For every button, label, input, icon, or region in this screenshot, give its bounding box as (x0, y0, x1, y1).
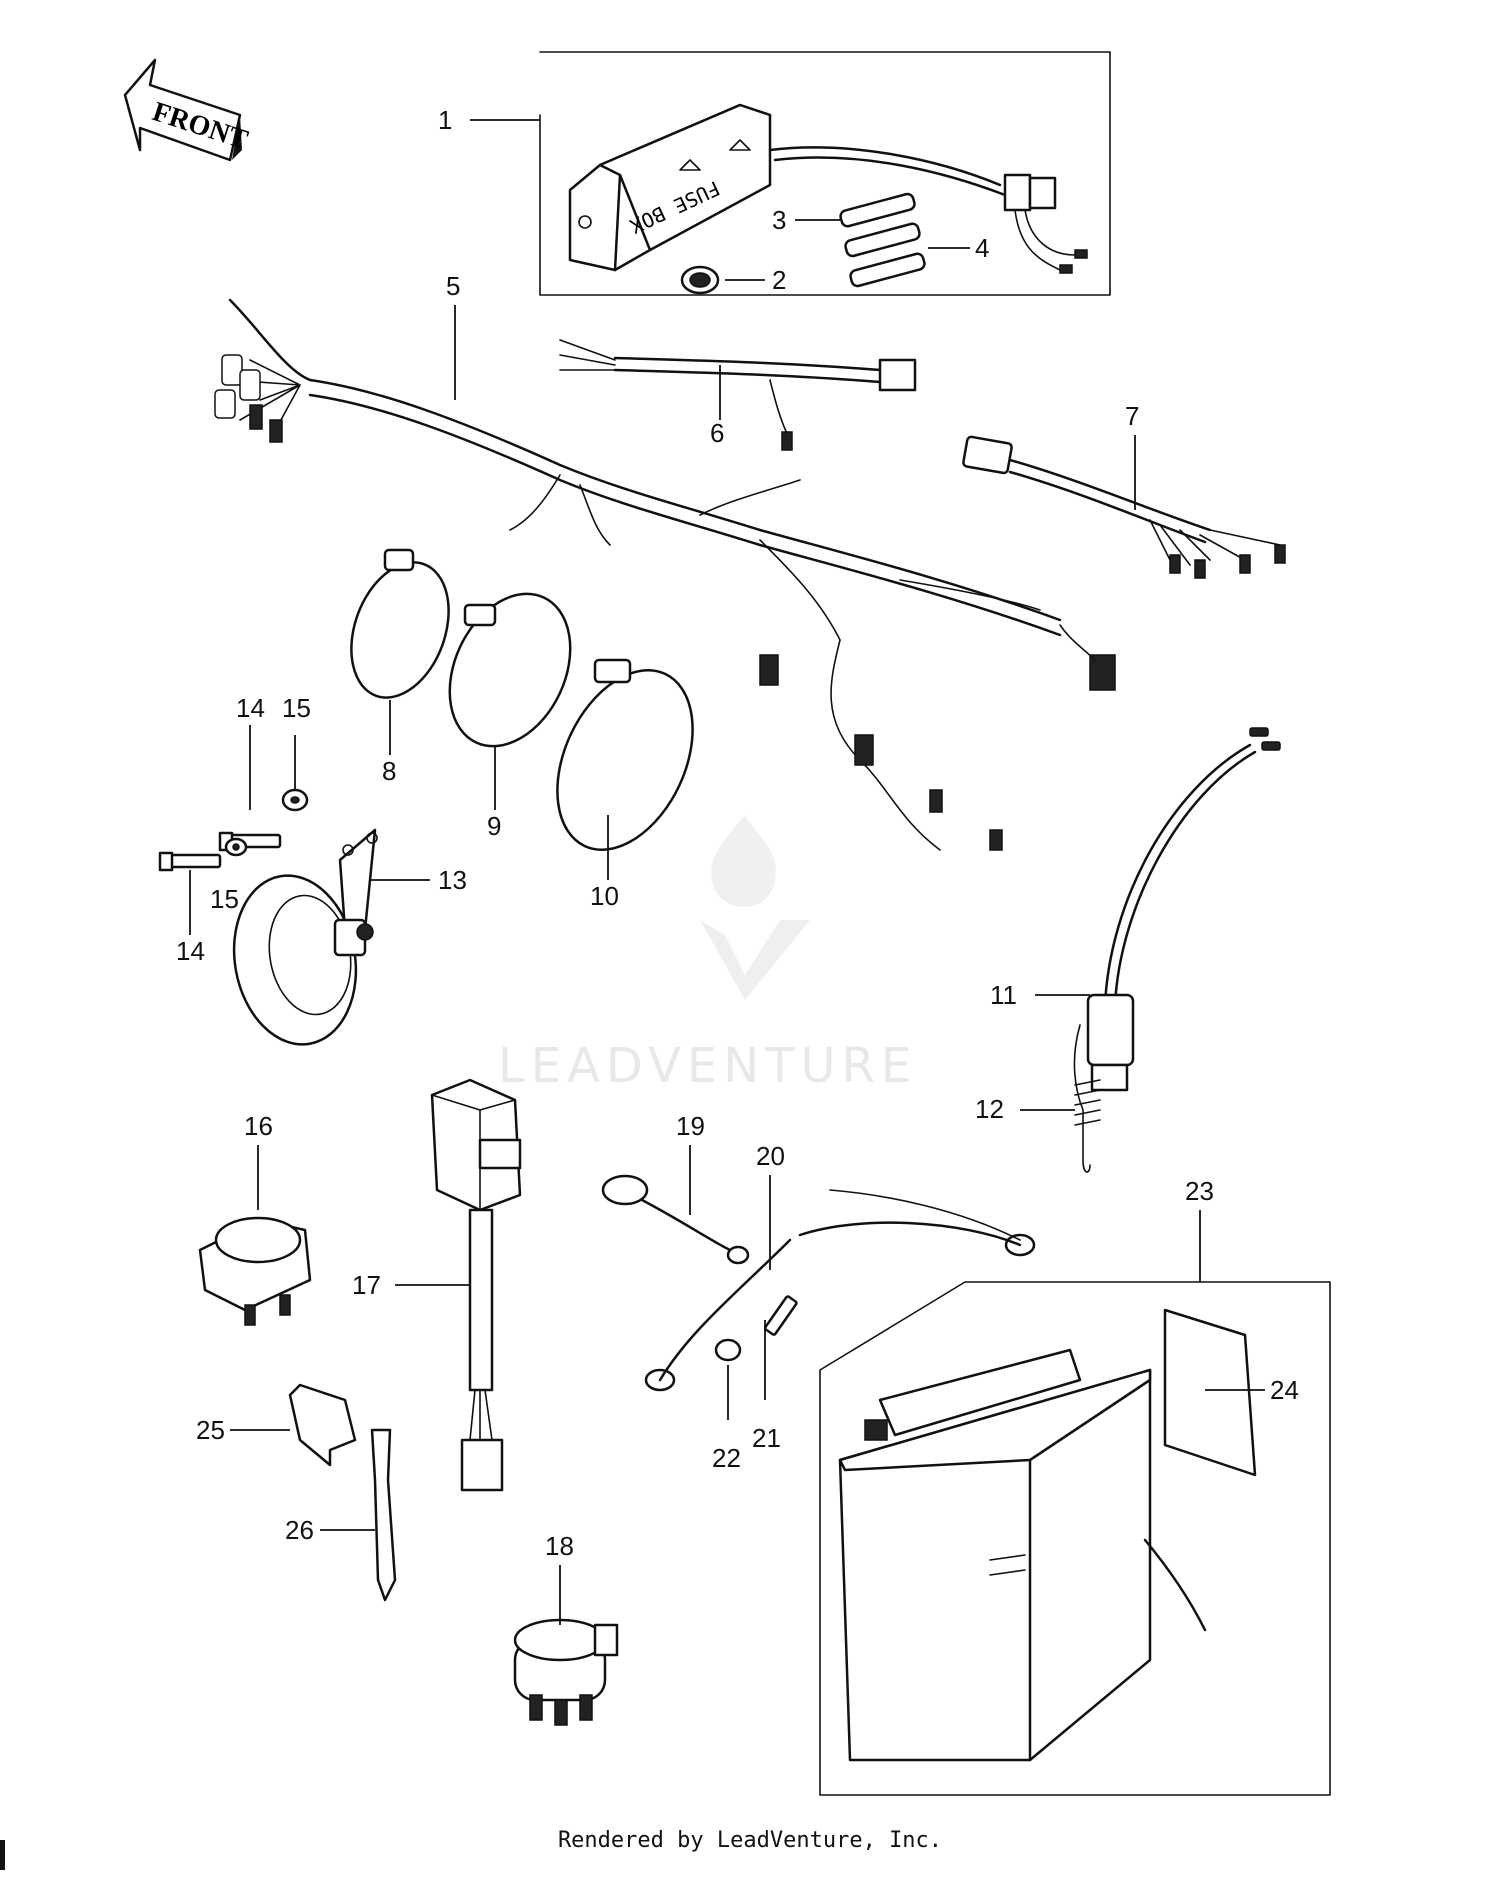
spring-icon (1073, 1024, 1101, 1173)
callout-26: 26 (285, 1515, 314, 1545)
fuse-box-group-frame (539, 51, 1111, 296)
callout-11: 11 (990, 980, 1017, 1010)
battery-label-plate-icon (1163, 1308, 1257, 1477)
callout-12: 12 (975, 1094, 1004, 1124)
callout-23: 23 (1185, 1176, 1214, 1206)
battery-cable-icon (601, 1174, 1036, 1392)
callout-10: 10 (590, 881, 619, 911)
sub-harness-icon (559, 339, 917, 451)
battery-icon (838, 1348, 1207, 1762)
callout-24: 24 (1270, 1375, 1299, 1405)
terminal-washer-icon (714, 1338, 742, 1362)
ground-strap-icon (370, 1428, 397, 1602)
callout-labels: 1 2 3 4 5 6 7 8 9 10 11 12 13 14 14 15 1… (176, 105, 1299, 1561)
callout-15-top: 15 (282, 693, 311, 723)
callout-3: 3 (772, 205, 786, 235)
callout-6: 6 (710, 418, 724, 448)
callout-17: 17 (352, 1270, 381, 1300)
flasher-relay-icon (430, 1078, 522, 1492)
watermark-text: LEADVENTURE (498, 1038, 917, 1094)
washer-icon (224, 788, 309, 857)
switch-icon (1086, 727, 1281, 1092)
callout-9: 9 (487, 811, 501, 841)
callout-5: 5 (446, 271, 460, 301)
relay-icon (198, 1216, 312, 1326)
edge-mark (0, 1840, 5, 1870)
callout-13: 13 (438, 865, 467, 895)
tail-harness-icon (962, 435, 1286, 579)
leader-lines (189, 119, 1265, 1625)
callout-16: 16 (244, 1111, 273, 1141)
front-arrow-icon: FRONT (123, 58, 252, 162)
callout-7: 7 (1125, 401, 1139, 431)
main-wiring-harness-icon (214, 298, 1116, 851)
callout-8: 8 (382, 756, 396, 786)
callout-22: 22 (712, 1443, 741, 1473)
fuse-icon (839, 192, 926, 288)
fuse-box-icon: FUSE BOX (568, 103, 1088, 274)
bracket-icon (288, 1383, 357, 1467)
callout-14-top: 14 (236, 693, 265, 723)
regulator-icon (513, 1618, 619, 1726)
callout-20: 20 (756, 1141, 785, 1171)
bolt-icon (158, 831, 282, 872)
callout-1: 1 (438, 105, 452, 135)
callout-19: 19 (676, 1111, 705, 1141)
callout-14-bottom: 14 (176, 936, 205, 966)
horn-icon (232, 828, 378, 1046)
harness-clamp-icon (350, 548, 694, 852)
callout-21: 21 (752, 1423, 781, 1453)
watermark-logo (700, 815, 810, 1000)
battery-group-frame (819, 1281, 1331, 1796)
callout-4: 4 (975, 233, 989, 263)
callout-15-bottom: 15 (210, 884, 239, 914)
callout-2: 2 (772, 265, 786, 295)
callout-18: 18 (545, 1531, 574, 1561)
callout-25: 25 (196, 1415, 225, 1445)
grommet-icon (680, 265, 720, 295)
footer-credit: Rendered by LeadVenture, Inc. (557, 1828, 943, 1853)
terminal-bolt-icon (763, 1295, 798, 1336)
